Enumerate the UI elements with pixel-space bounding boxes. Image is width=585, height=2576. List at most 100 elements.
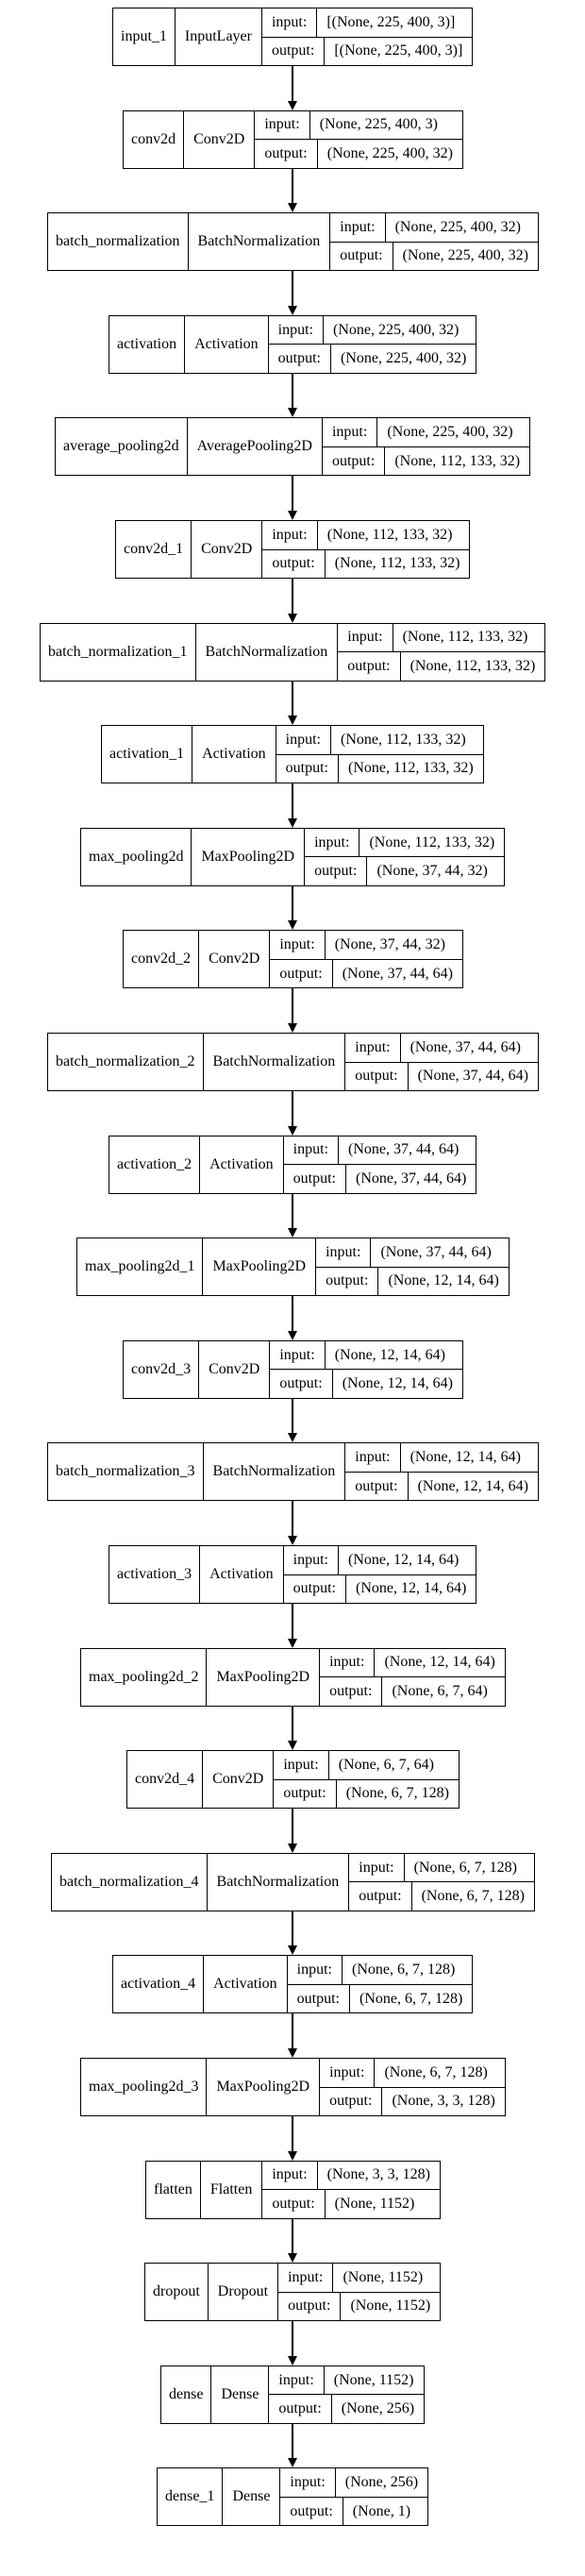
layer-name: max_pooling2d_1 (77, 1238, 204, 1296)
input-label: input: (338, 623, 393, 652)
input-label: input: (255, 110, 310, 140)
layer-shapes: input:(None, 6, 7, 128)output:(None, 6, … (349, 1853, 534, 1911)
connector-line (292, 1809, 293, 1844)
input-label: input: (345, 1034, 401, 1062)
output-shape-row: output:(None, 225, 400, 32) (255, 139, 462, 168)
input-shape-row: input:(None, 225, 400, 32) (330, 213, 538, 242)
layer-name: activation_3 (109, 1546, 201, 1603)
input-shape-row: input:(None, 12, 14, 64) (270, 1340, 462, 1370)
input-shape-row: input:(None, 12, 14, 64) (320, 1648, 505, 1677)
layer-type: Dropout (209, 2264, 279, 2321)
input-label: input: (305, 828, 360, 857)
input-shape-row: input:(None, 37, 44, 64) (284, 1136, 476, 1165)
connector-line (292, 271, 293, 306)
output-shape: (None, 225, 400, 32) (326, 144, 453, 161)
arrowhead-icon (288, 1433, 297, 1443)
output-shape-row: output:(None, 12, 14, 64) (283, 1574, 476, 1603)
input-shape: (None, 1152) (343, 2268, 424, 2285)
output-shape-row: output:(None, 225, 400, 32) (268, 344, 476, 373)
input-label: input: (284, 1546, 339, 1574)
layer-name: average_pooling2d (56, 418, 188, 476)
output-shape-row: output:(None, 6, 7, 128) (274, 1778, 459, 1809)
layer-shapes: input:(None, 12, 14, 64)output:(None, 12… (270, 1340, 462, 1398)
layer-shapes: input:(None, 6, 7, 128)output:(None, 6, … (287, 1956, 473, 2013)
output-label: output: (262, 37, 326, 65)
layer-type: MaxPooling2D (207, 1648, 321, 1706)
input-shape: (None, 112, 133, 32) (402, 629, 528, 646)
input-label: input: (269, 315, 324, 345)
arrowhead-icon (288, 2458, 297, 2468)
layer-type: Conv2D (203, 1751, 275, 1809)
output-label: output: (284, 1165, 346, 1193)
connector-line (292, 168, 293, 204)
input-shape-row: input:(None, 1152) (278, 2264, 440, 2292)
input-shape: (None, 6, 7, 64) (338, 1756, 434, 1773)
output-shape: (None, 256) (341, 2400, 415, 2417)
layer-name: max_pooling2d_2 (81, 1648, 208, 1706)
layer-shapes: input:(None, 225, 400, 32)output:(None, … (330, 213, 538, 271)
input-label: input: (284, 1136, 339, 1165)
layer-shapes: input:(None, 37, 44, 32)output:(None, 37… (270, 931, 462, 988)
input-shape: (None, 37, 44, 32) (334, 936, 445, 953)
layer-shapes: input:(None, 225, 400, 32)output:(None, … (322, 418, 530, 476)
layer-name: dense (161, 2366, 212, 2423)
input-label: input: (270, 931, 326, 959)
layer-type: Activation (192, 726, 276, 783)
layer-shapes: input:(None, 112, 133, 32)output:(None, … (262, 521, 470, 578)
connector-line (292, 373, 293, 409)
output-label: output: (323, 446, 386, 476)
arrowhead-icon (288, 1945, 297, 1956)
layer-type: Flatten (201, 2161, 263, 2218)
input-shape: (None, 225, 400, 32) (394, 218, 521, 235)
output-label: output: (276, 754, 339, 783)
input-label: input: (262, 2161, 318, 2190)
arrowhead-icon (288, 2253, 297, 2264)
layer-shapes: input:(None, 1152)output:(None, 1152) (278, 2264, 441, 2321)
arrowhead-icon (288, 1330, 297, 1340)
input-shape: (None, 12, 14, 64) (384, 1654, 495, 1671)
layer-name: conv2d (124, 110, 185, 168)
input-label: input: (323, 418, 378, 446)
connector-line (292, 1604, 293, 1639)
output-label: output: (345, 1472, 409, 1501)
arrowhead-icon (288, 2048, 297, 2058)
layer-type: MaxPooling2D (207, 2059, 321, 2115)
connector-line (292, 1706, 293, 1742)
layer-shapes: input:(None, 12, 14, 64)output:(None, 6,… (320, 1648, 505, 1706)
output-shape-row: output:(None, 12, 14, 64) (316, 1266, 509, 1296)
output-label: output: (338, 652, 401, 681)
layer-shapes: input:(None, 12, 14, 64)output:(None, 12… (345, 1443, 538, 1501)
layer-name: batch_normalization (48, 213, 189, 271)
connector-line (292, 579, 293, 614)
output-shape-row: output:(None, 112, 133, 32) (262, 548, 470, 578)
output-shape-row: output:(None, 12, 14, 64) (345, 1471, 538, 1501)
input-label: input: (270, 1340, 326, 1370)
output-shape: (None, 1) (352, 2502, 411, 2519)
layer-shapes: input:[(None, 225, 400, 3)]output:[(None… (261, 8, 473, 65)
output-shape: (None, 6, 7, 64) (392, 1682, 488, 1699)
output-shape: (None, 6, 7, 128) (359, 1990, 463, 2007)
output-label: output: (280, 2497, 343, 2526)
layer-shapes: input:(None, 6, 7, 128)output:(None, 3, … (320, 2059, 505, 2115)
layer-shapes: input:(None, 37, 44, 64)output:(None, 12… (316, 1238, 509, 1296)
output-shape-row: output:(None, 37, 44, 32) (305, 856, 505, 885)
output-shape: (None, 6, 7, 128) (345, 1785, 449, 1802)
arrowhead-icon (288, 305, 297, 315)
arrowhead-icon (288, 2355, 297, 2366)
output-shape: (None, 112, 133, 32) (410, 657, 536, 674)
layer-name: activation (109, 315, 186, 373)
connector-line (292, 988, 293, 1023)
layer-type: Activation (185, 315, 269, 373)
input-shape-row: input: (None, 112, 133, 32) (338, 623, 544, 652)
input-label: input: (316, 1238, 372, 1267)
input-shape-row: input:[(None, 225, 400, 3)] (262, 8, 472, 37)
layer-name: conv2d_3 (124, 1340, 200, 1398)
